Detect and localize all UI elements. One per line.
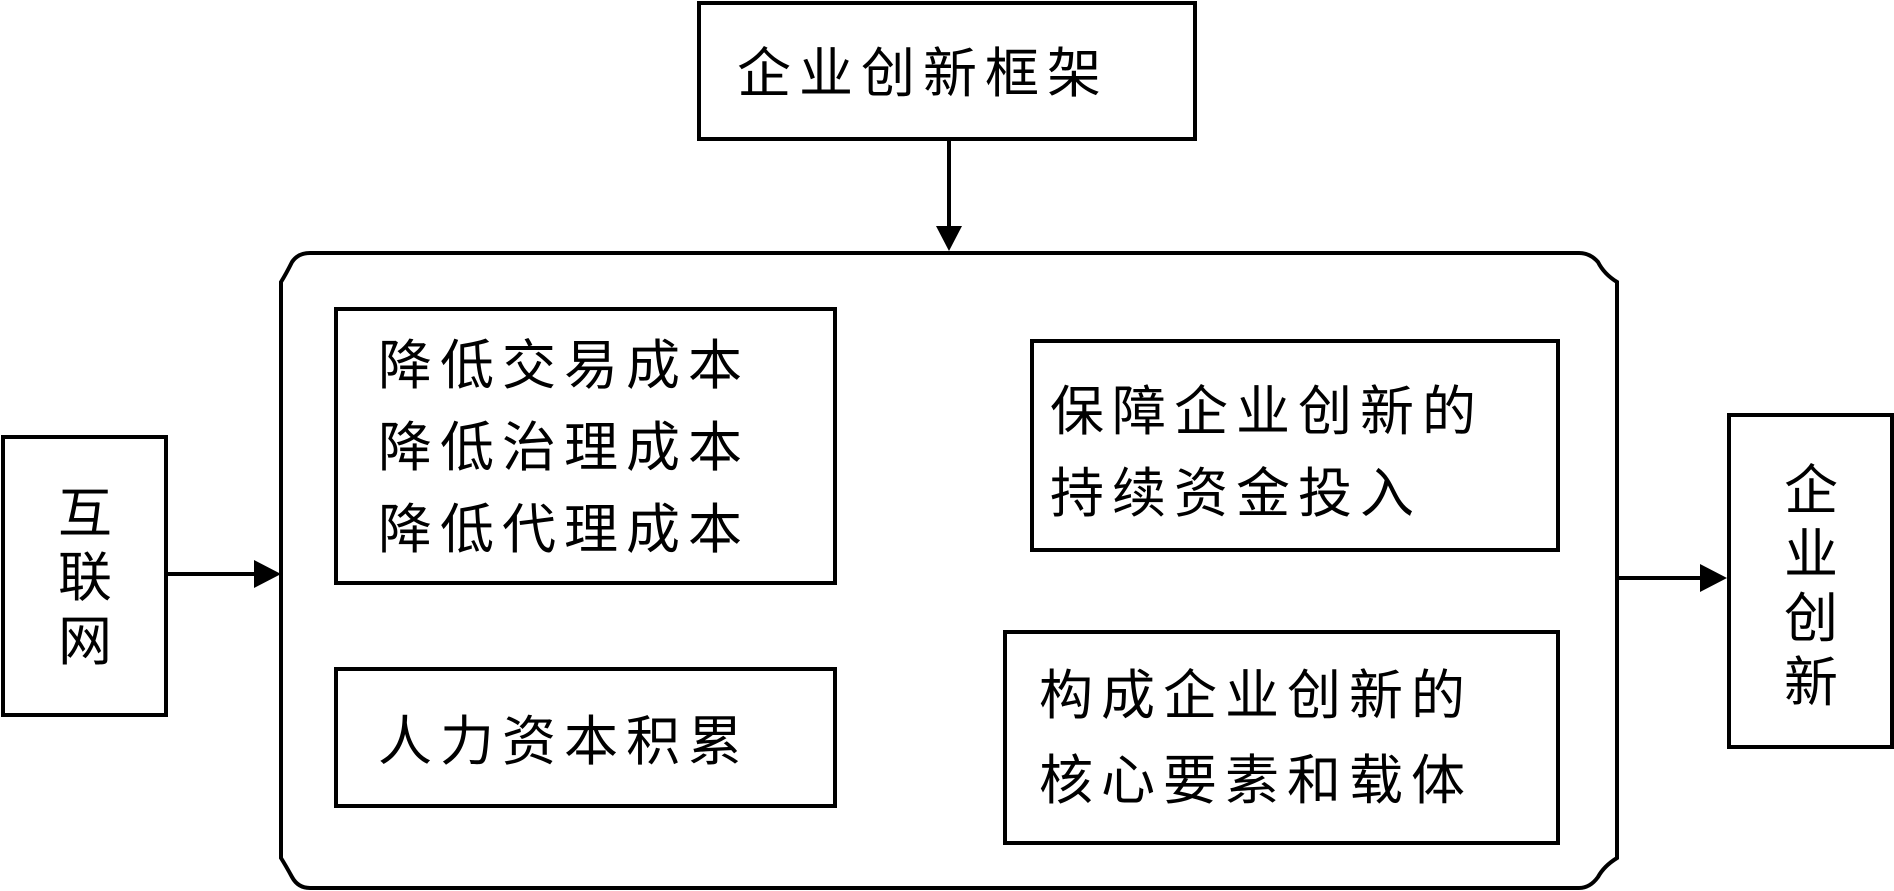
internet-char-2: 联 (58, 546, 112, 609)
framework-title: 企业创新框架 (737, 42, 1109, 105)
cost-line-2: 降低治理成本 (378, 416, 750, 479)
funding-line-1: 保障企业创新的 (1050, 380, 1484, 443)
innovation-char-3: 创 (1784, 587, 1838, 650)
core-elements-box: 构成企业创新的 核心要素和载体 (1003, 630, 1560, 845)
cost-line-1: 降低交易成本 (378, 334, 750, 397)
internet-char-3: 网 (58, 610, 112, 673)
arrowhead-down (936, 226, 962, 251)
arrowhead-right-left (254, 560, 281, 588)
internet-char-1: 互 (58, 482, 112, 545)
funding-box: 保障企业创新的 持续资金投入 (1030, 339, 1560, 552)
internet-box: 互 联 网 (1, 435, 168, 717)
human-capital-box: 人力资本积累 (334, 667, 837, 808)
cost-reduction-box: 降低交易成本 降低治理成本 降低代理成本 (334, 307, 837, 585)
innovation-box: 企 业 创 新 (1727, 413, 1894, 749)
cost-line-3: 降低代理成本 (378, 498, 750, 561)
core-line-1: 构成企业创新的 (1039, 664, 1473, 727)
arrowhead-right-right (1700, 564, 1727, 592)
framework-box: 企业创新框架 (697, 1, 1197, 141)
innovation-char-1: 企 (1784, 459, 1838, 522)
funding-line-2: 持续资金投入 (1050, 462, 1422, 525)
innovation-char-2: 业 (1784, 523, 1838, 586)
innovation-char-4: 新 (1784, 651, 1838, 714)
core-line-2: 核心要素和载体 (1039, 749, 1473, 812)
human-capital-label: 人力资本积累 (378, 710, 750, 773)
